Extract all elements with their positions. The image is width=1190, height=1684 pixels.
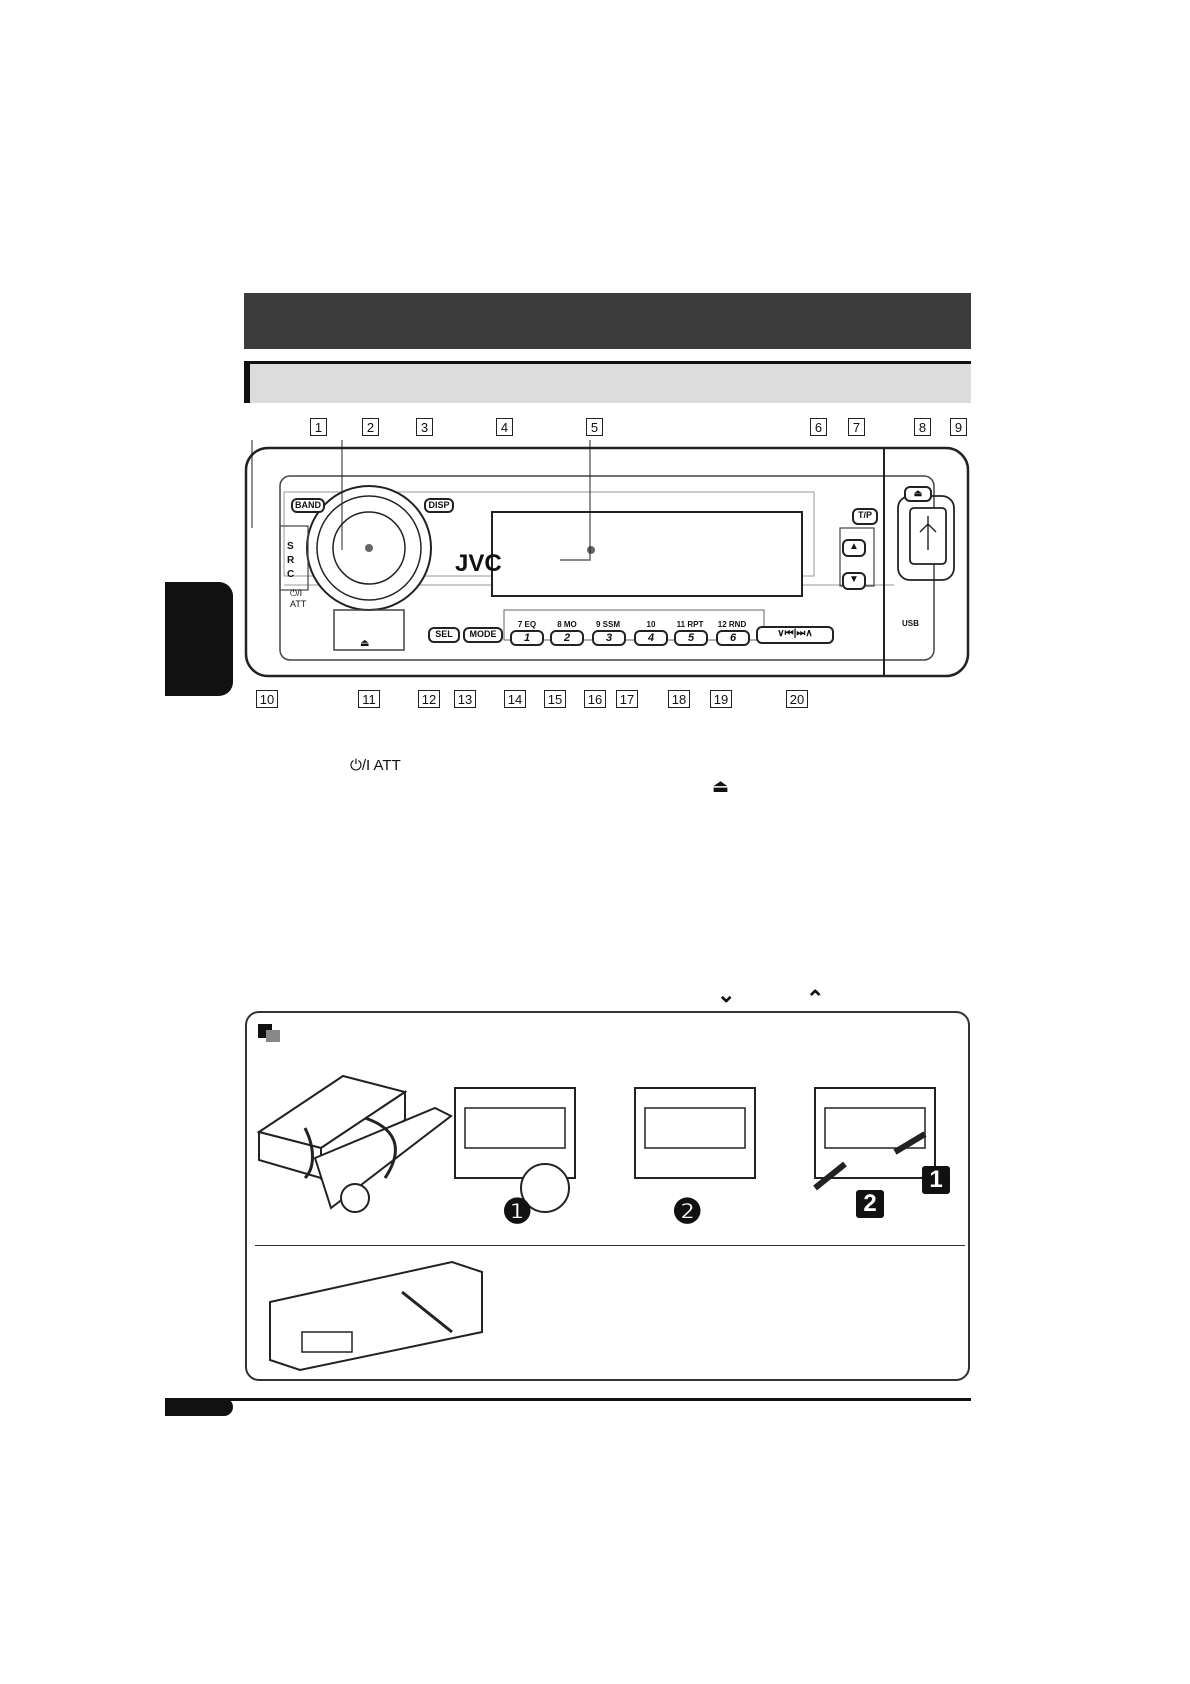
- callout-15: 15: [544, 690, 566, 708]
- section-subtitle-bar: [244, 361, 971, 403]
- instruction-box: [245, 1011, 970, 1381]
- callout-20: 20: [786, 690, 808, 708]
- callout-2: 2: [362, 418, 379, 436]
- callout-10: 10: [256, 690, 278, 708]
- src-letter-s: S: [287, 541, 294, 552]
- callout-12: 12: [418, 690, 440, 708]
- mode-button[interactable]: MODE: [463, 627, 503, 643]
- callout-14: 14: [504, 690, 526, 708]
- note-square-shadow: [266, 1030, 280, 1042]
- callout-16: 16: [584, 690, 606, 708]
- footer-rule: [165, 1398, 971, 1401]
- brand-logo: JVC: [455, 550, 502, 577]
- down-arrow-button[interactable]: ▼: [842, 572, 866, 590]
- step-2-marker: ❷: [672, 1193, 703, 1231]
- instruction-divider: [255, 1245, 965, 1246]
- preset-4-alt: 10: [646, 620, 656, 629]
- callout-7: 7: [848, 418, 865, 436]
- page-number-tab: [165, 1398, 233, 1416]
- callout-1: 1: [310, 418, 327, 436]
- step-1-box: 1: [922, 1166, 950, 1194]
- preset-1-button[interactable]: 1: [510, 630, 544, 646]
- preset-3-button[interactable]: 3: [592, 630, 626, 646]
- preset-2-alt: 8 MO: [557, 620, 577, 629]
- rear-view-illustration: [269, 1260, 483, 1372]
- callout-9: 9: [950, 418, 967, 436]
- src-letter-r: R: [287, 555, 295, 566]
- up-arrow-button[interactable]: ▲: [842, 539, 866, 557]
- callout-13: 13: [454, 690, 476, 708]
- power-att-symbol: ⏻/I ATT: [350, 757, 401, 774]
- step-1-marker: ❶: [502, 1193, 533, 1231]
- preset-3-alt: 9 SSM: [595, 620, 620, 629]
- preset-2-button[interactable]: 2: [550, 630, 584, 646]
- eject-button[interactable]: ⏏: [904, 486, 932, 502]
- preset-6-alt: 12 RND: [717, 620, 747, 629]
- callout-5: 5: [586, 418, 603, 436]
- power-att-label: ⏻/I ATT: [290, 588, 307, 609]
- callout-11: 11: [358, 690, 380, 708]
- attach-detach-illustrations: [256, 1074, 936, 1213]
- skip-buttons[interactable]: ∨⏮|⏭∧: [756, 626, 834, 644]
- callout-19: 19: [710, 690, 732, 708]
- preset-4-button[interactable]: 4: [634, 630, 668, 646]
- src-button[interactable]: S R C: [287, 540, 294, 582]
- language-side-tab: [165, 582, 233, 696]
- sel-button[interactable]: SEL: [428, 627, 460, 643]
- disp-button[interactable]: DISP: [424, 498, 454, 513]
- step-2-box: 2: [856, 1190, 884, 1218]
- up-symbol-icon: ⌃: [806, 986, 825, 1011]
- callout-17: 17: [616, 690, 638, 708]
- preset-5-button[interactable]: 5: [674, 630, 708, 646]
- tp-button[interactable]: T/P: [852, 508, 878, 525]
- callout-4: 4: [496, 418, 513, 436]
- down-symbol-icon: ⌄: [717, 982, 736, 1007]
- callout-18: 18: [668, 690, 690, 708]
- callout-6: 6: [810, 418, 827, 436]
- band-button[interactable]: BAND: [291, 498, 325, 513]
- usb-label: USB: [902, 619, 919, 628]
- detach-eject-icon[interactable]: ⏏: [360, 638, 370, 649]
- callout-8: 8: [914, 418, 931, 436]
- src-letter-c: C: [287, 569, 295, 580]
- eject-symbol-icon: ⏏: [712, 776, 730, 796]
- callout-3: 3: [416, 418, 433, 436]
- preset-5-alt: 11 RPT: [676, 620, 704, 629]
- section-title-bar: [244, 293, 971, 349]
- preset-6-button[interactable]: 6: [716, 630, 750, 646]
- preset-1-alt: 7 EQ: [517, 620, 537, 629]
